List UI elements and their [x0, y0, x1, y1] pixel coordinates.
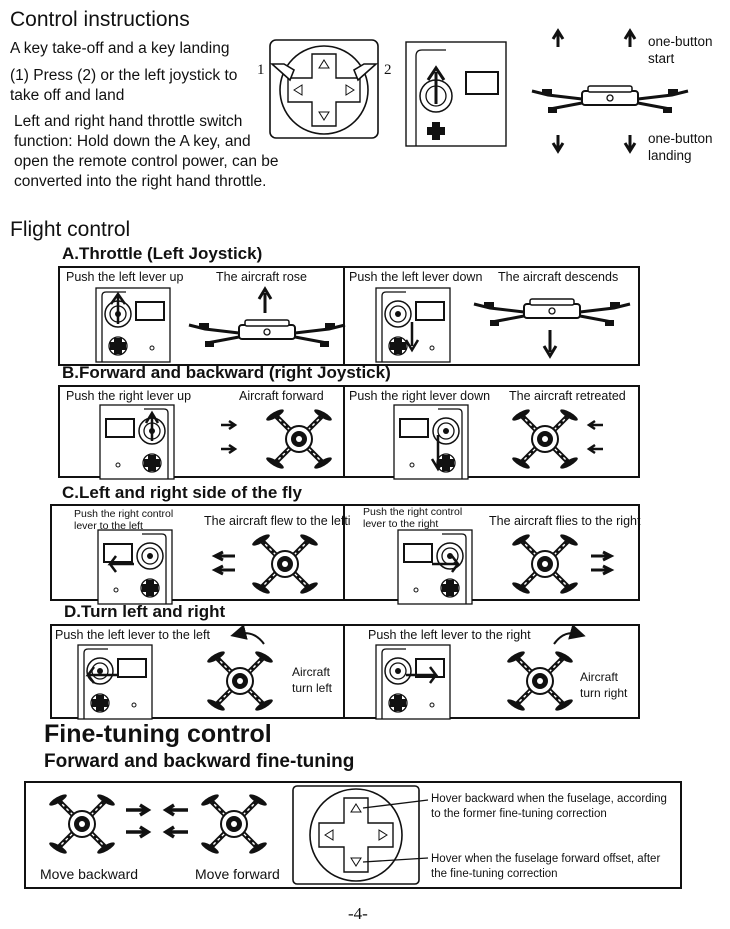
c-right-controller: [397, 529, 473, 605]
label-1: 1: [257, 62, 265, 78]
d-right-drone: [500, 645, 590, 717]
section-b-title: B.Forward and backward (right Joystick): [62, 363, 391, 382]
a-right-drone: [472, 297, 632, 359]
c-left-caption: Push the right control lever to the left: [74, 508, 174, 532]
section-c-title: C.Left and right side of the fly: [62, 483, 302, 502]
b-right-controller: [393, 404, 469, 480]
move-forward-label: Move forward: [195, 866, 280, 882]
dpad-figure: [269, 39, 379, 139]
c-right-result: The aircraft flies to the right: [489, 514, 641, 528]
page-title: Control instructions: [10, 8, 190, 31]
fine-tuning-subtitle: Forward and backward fine-tuning: [44, 751, 355, 772]
c-left-drone: [211, 530, 330, 600]
c-right-caption: Push the right control lever to the righ…: [363, 506, 463, 530]
a-right-caption: Push the left lever down: [349, 270, 483, 284]
section-d-panel: [50, 624, 640, 719]
d-left-drone: [200, 645, 290, 717]
drone-takeoff-landing: [530, 28, 690, 154]
a-left-caption: Push the left lever up: [66, 270, 184, 284]
a-left-controller: [95, 287, 171, 363]
move-backward-label: Move backward: [40, 866, 139, 882]
d-right-result: Aircraft turn right: [580, 670, 628, 700]
b-left-controller: [99, 404, 175, 480]
d-left-result: Aircraft turn left: [292, 665, 333, 695]
b-left-caption: Push the right lever up: [66, 389, 192, 403]
a-right-controller: [375, 287, 451, 363]
fine-tuning-title: Fine-tuning control: [44, 720, 272, 748]
b-right-caption: Push the right lever down: [349, 389, 491, 403]
d-left-caption: Push the left lever to the left: [55, 628, 210, 642]
hover-backward-note: Hover backward when the fuselage, accord…: [431, 793, 667, 820]
hover-forward-note: Hover when the fuselage forward offset, …: [431, 853, 661, 880]
b-left-result: Aircraft forward: [239, 389, 324, 403]
section-d-title: D.Turn left and right: [64, 602, 226, 621]
a-right-result: The aircraft descends: [498, 270, 619, 284]
page-number: -4-: [348, 904, 368, 923]
controller-figure: [405, 41, 507, 147]
b-right-result: The aircraft retreated: [509, 389, 626, 403]
fine-tuning-panel: [24, 781, 682, 889]
one-button-start-label: one-button start: [648, 34, 713, 66]
label-2: 2: [384, 62, 392, 78]
instruction-line-1: A key take-off and a key landing: [10, 40, 230, 57]
b-right-drone: [505, 405, 603, 475]
a-left-result: The aircraft rose: [216, 270, 308, 284]
section-c-panel: [50, 504, 640, 601]
instruction-line-2: (1) Press (2) or the left joystick to ta…: [10, 67, 238, 104]
section-a-panel: [58, 266, 640, 366]
c-left-result: The aircraft flew to the lefti: [204, 514, 351, 528]
fine-tuning-drones: [36, 786, 286, 866]
a-left-drone: [187, 286, 347, 349]
instruction-line-3: Left and right hand throttle switch func…: [14, 113, 279, 190]
d-right-rotate-arrow: [553, 624, 586, 645]
b-left-drone: [221, 405, 335, 475]
d-right-controller: [375, 644, 451, 720]
fine-tuning-dpad: [292, 785, 429, 885]
d-right-caption: Push the left lever to the right: [368, 628, 531, 642]
c-left-controller: [97, 529, 173, 605]
section-a-title: A.Throttle (Left Joystick): [62, 244, 263, 263]
c-right-drone: [505, 530, 615, 600]
one-button-landing-label: one-button landing: [648, 131, 713, 163]
d-left-rotate-arrow: [230, 624, 265, 645]
flight-control-title: Flight control: [10, 218, 131, 241]
d-left-controller: [77, 644, 153, 720]
section-b-panel: [58, 385, 640, 478]
